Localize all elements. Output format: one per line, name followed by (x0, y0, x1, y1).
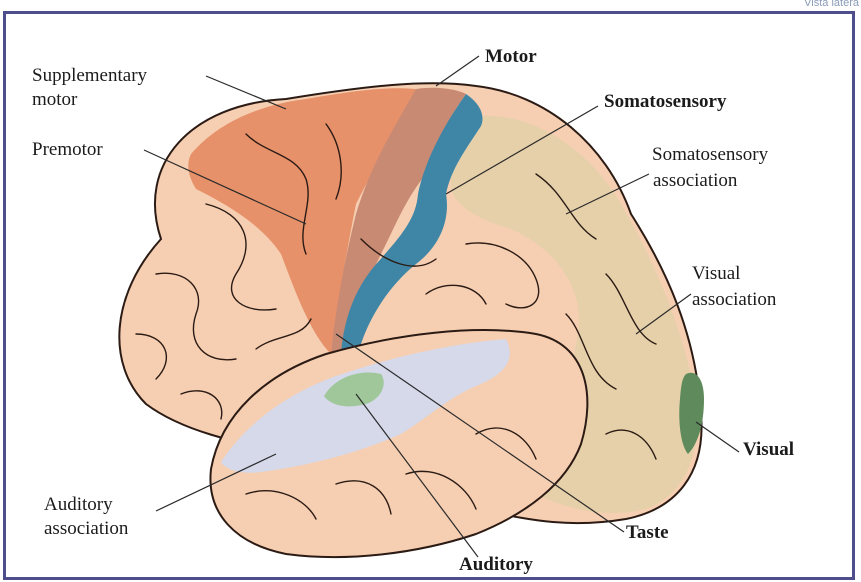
label-somatosensory: Somatosensory (604, 91, 727, 112)
label-premotor: Premotor (32, 139, 103, 160)
corner-title: Vista latera (804, 0, 859, 9)
diagram-frame: Supplementary motor Motor Somatosensory … (3, 11, 855, 580)
label-taste: Taste (626, 522, 669, 543)
label-supplementary-motor-line1: Supplementary (32, 65, 148, 86)
label-auditory-association-line2: association (44, 518, 129, 539)
label-visual-association-line2: association (692, 289, 777, 310)
brain-diagram: Supplementary motor Motor Somatosensory … (6, 14, 852, 577)
label-visual-association-line1: Visual (692, 263, 740, 284)
label-somatosensory-association-line2: association (653, 170, 738, 191)
label-supplementary-motor-line2: motor (32, 89, 78, 110)
label-auditory-association-line1: Auditory (44, 494, 113, 515)
label-auditory: Auditory (459, 554, 533, 575)
label-visual: Visual (743, 439, 794, 460)
label-motor: Motor (485, 46, 537, 67)
label-somatosensory-association-line1: Somatosensory (652, 144, 769, 165)
